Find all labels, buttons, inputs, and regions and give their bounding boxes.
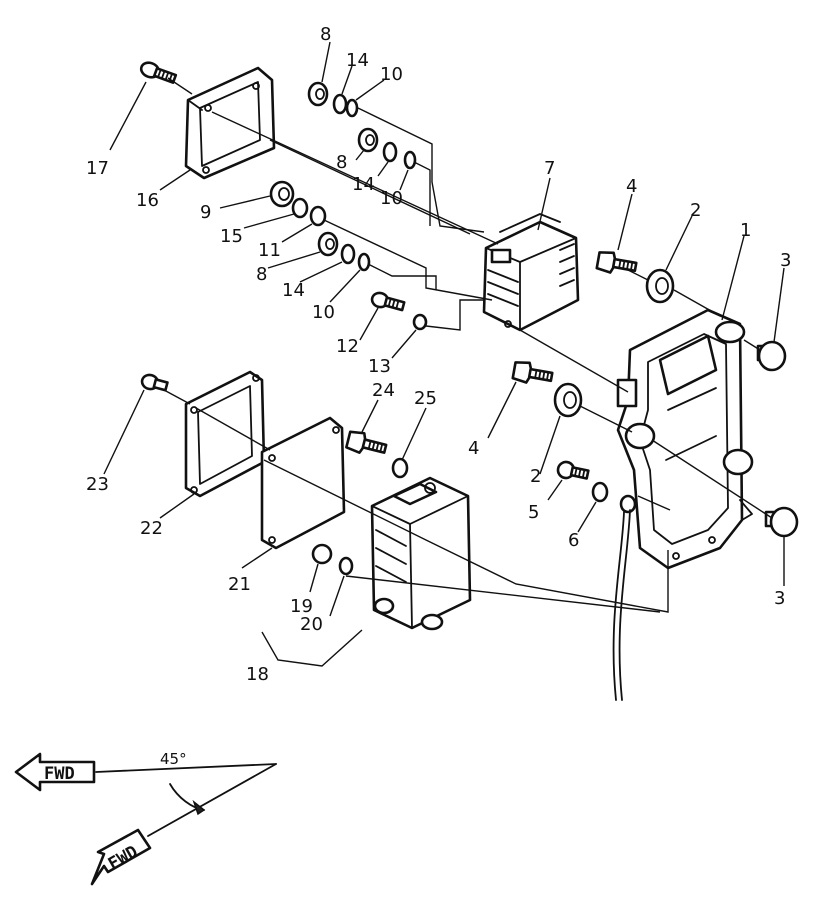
- assembly-center-lines: [163, 77, 773, 613]
- label-part-8: 8: [256, 264, 267, 285]
- part-3-cap-upper: [756, 340, 787, 372]
- part-1-mounting-bracket: [616, 308, 754, 570]
- label-part-24: 24: [372, 380, 395, 401]
- part-10-washer-lower: [357, 252, 371, 272]
- label-part-23: 23: [86, 474, 109, 495]
- part-11-washer: [309, 205, 327, 227]
- label-part-18: 18: [246, 664, 269, 685]
- fwd-arrow-horizontal: FWD: [14, 752, 277, 792]
- angle-label: 45°: [160, 750, 187, 768]
- part-13-washer: [412, 313, 428, 331]
- fwd-label: FWD: [44, 764, 75, 784]
- fwd-arrow-angled: FWD: [90, 828, 152, 886]
- leader-lines: [103, 41, 785, 667]
- part-12-bolt: [370, 291, 406, 312]
- label-part-11: 11: [258, 240, 281, 261]
- part-15-washer: [291, 197, 309, 219]
- part-8-nut-upper: [307, 81, 329, 107]
- part-17-screw: [139, 61, 178, 84]
- label-part-3: 3: [780, 250, 791, 271]
- part-3-cap-lower: [764, 506, 799, 538]
- label-part-19: 19: [290, 596, 313, 617]
- part-7-electrical-unit: [482, 213, 580, 332]
- label-part-4: 4: [626, 176, 637, 197]
- part-24-bolt: [345, 430, 388, 454]
- part-9-nut: [269, 180, 295, 208]
- label-part-17: 17: [86, 158, 109, 179]
- part-2-grommet-upper: [645, 268, 675, 304]
- label-part-5: 5: [528, 502, 539, 523]
- part-14-washer-upper: [332, 93, 348, 115]
- label-part-8: 8: [336, 152, 347, 173]
- part-4-bolt-lower: [511, 361, 554, 384]
- part-14-washer-middle: [382, 141, 398, 163]
- label-part-1: 1: [740, 220, 751, 241]
- part-14-washer-lower: [340, 243, 356, 265]
- part-4-bolt-upper: [595, 251, 638, 274]
- label-part-22: 22: [140, 518, 163, 539]
- part-19-nut: [311, 543, 333, 565]
- part-18-ignition-box: [370, 476, 472, 631]
- label-part-10: 10: [380, 188, 403, 209]
- part-25-washer: [391, 457, 409, 479]
- part-22-gasket-frame: [184, 370, 266, 498]
- label-part-10: 10: [312, 302, 335, 323]
- label-part-15: 15: [220, 226, 243, 247]
- label-part-7: 7: [544, 158, 555, 179]
- part-2-grommet-lower: [553, 382, 583, 418]
- part-labels: 1 2 2 3 3 4 4 5 6 7 8 8 8 9 10 10 10 11 …: [86, 24, 791, 685]
- part-16-cover-frame: [184, 66, 276, 180]
- part-8-nut-lower: [317, 231, 339, 257]
- label-part-13: 13: [368, 356, 391, 377]
- label-part-2: 2: [530, 466, 541, 487]
- part-21-cover-plate: [260, 416, 346, 550]
- part-23-screw: [140, 373, 169, 392]
- label-part-25: 25: [414, 388, 437, 409]
- label-part-8: 8: [320, 24, 331, 45]
- label-part-12: 12: [336, 336, 359, 357]
- label-part-16: 16: [136, 190, 159, 211]
- ground-wire: [612, 494, 637, 701]
- angle-indicator: 45°: [147, 750, 277, 837]
- part-8-nut-middle: [357, 127, 379, 153]
- label-part-2: 2: [690, 200, 701, 221]
- label-part-14: 14: [352, 174, 375, 195]
- label-part-3: 3: [774, 588, 785, 609]
- label-part-20: 20: [300, 614, 323, 635]
- label-part-21: 21: [228, 574, 251, 595]
- part-20-washer: [338, 556, 354, 576]
- part-10-washer-upper: [345, 98, 359, 118]
- part-5-bolt: [556, 460, 590, 480]
- part-10-washer-middle: [403, 150, 417, 170]
- label-part-14: 14: [346, 50, 369, 71]
- label-part-9: 9: [200, 202, 211, 223]
- label-part-6: 6: [568, 530, 579, 551]
- label-part-4: 4: [468, 438, 479, 459]
- label-part-10: 10: [380, 64, 403, 85]
- part-6-washer: [591, 481, 609, 503]
- label-part-14: 14: [282, 280, 305, 301]
